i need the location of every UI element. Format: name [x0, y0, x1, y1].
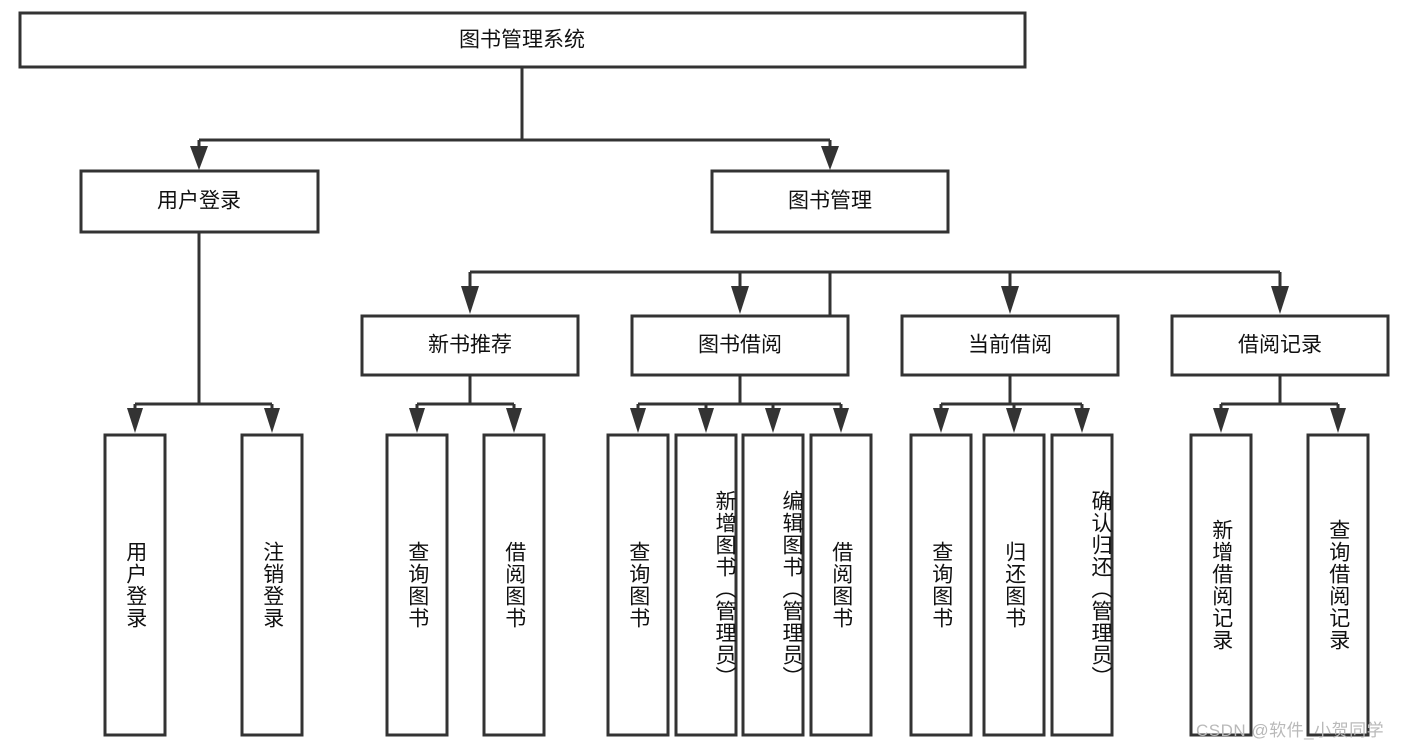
node-book-management-box[interactable]	[710, 169, 950, 234]
connector-borrowrecord-to-leaves	[1213, 375, 1346, 433]
node-leaf-query-book-current-box[interactable]	[909, 433, 973, 737]
arrowhead-book-borrow	[731, 286, 749, 314]
arrowhead-borrow-record	[1271, 286, 1289, 314]
node-leaf-borrow-book-recommend-box[interactable]	[482, 433, 546, 737]
node-leaf-user-login-box[interactable]	[103, 433, 167, 737]
csdn-watermark: CSDN @软件_小贺同学	[1196, 721, 1385, 740]
node-leaf-return-book-box[interactable]	[982, 433, 1046, 737]
node-new-book-recommend[interactable]: 新书推荐	[360, 314, 580, 377]
node-current-borrow[interactable]: 当前借阅	[900, 314, 1120, 377]
node-user-login-label: 用户登录	[157, 190, 241, 213]
node-leaf-edit-book-admin-box[interactable]	[741, 433, 805, 737]
node-leaf-query-book-recommend-box[interactable]	[385, 433, 449, 737]
arrowhead-leaf-query-borrow-record	[1330, 408, 1346, 433]
node-book-management-label: 图书管理	[788, 190, 872, 213]
arrowhead-leaf-query-book-borrow	[630, 408, 646, 433]
node-new-book-recommend-label: 新书推荐	[428, 334, 512, 357]
node-current-borrow-box[interactable]	[900, 314, 1120, 377]
node-leaf-borrow-book-box[interactable]	[809, 433, 873, 737]
node-new-book-recommend-box[interactable]	[360, 314, 580, 377]
node-current-borrow-label: 当前借阅	[968, 334, 1052, 357]
node-root-label: 图书管理系统	[459, 29, 585, 52]
arrowhead-leaf-query-book-current	[933, 408, 949, 433]
arrowhead-leaf-edit-book-admin	[765, 408, 781, 433]
node-book-borrow-box[interactable]	[630, 314, 850, 377]
arrowhead-user-login	[190, 146, 208, 170]
node-borrow-record[interactable]: 借阅记录	[1170, 314, 1390, 377]
arrowhead-current-borrow	[1001, 286, 1019, 314]
connector-bookborrow-to-leaves	[630, 375, 849, 433]
node-book-borrow[interactable]: 图书借阅	[630, 314, 850, 377]
node-user-login-box[interactable]	[79, 169, 320, 234]
node-root[interactable]: 图书管理系统	[18, 11, 1027, 69]
node-book-management[interactable]: 图书管理	[710, 169, 950, 234]
connector-userlogin-to-leaves	[127, 232, 280, 433]
arrowhead-leaf-add-book-admin	[698, 408, 714, 433]
arrowhead-leaf-confirm-return-admin	[1074, 408, 1090, 433]
node-leaf-query-borrow-record-box[interactable]	[1306, 433, 1370, 737]
arrowhead-leaf-return-book	[1006, 408, 1022, 433]
node-root-box[interactable]	[18, 11, 1027, 69]
node-book-borrow-label: 图书借阅	[698, 334, 782, 357]
arrowhead-leaf-borrow-book	[833, 408, 849, 433]
arrowhead-leaf-query-book-recommend	[409, 408, 425, 433]
node-borrow-record-box[interactable]	[1170, 314, 1390, 377]
node-borrow-record-label: 借阅记录	[1238, 334, 1322, 357]
node-leaf-add-borrow-record-box[interactable]	[1189, 433, 1253, 737]
node-user-login[interactable]: 用户登录	[79, 169, 320, 234]
connector-currentborrow-to-leaves	[933, 375, 1090, 433]
arrowhead-leaf-user-login	[127, 408, 143, 433]
arrowhead-leaf-add-borrow-record	[1213, 408, 1229, 433]
arrowhead-new-book	[461, 286, 479, 314]
arrowhead-book-management	[821, 146, 839, 170]
connector-newbook-to-leaves	[409, 375, 522, 433]
node-leaf-query-book-borrow-box[interactable]	[606, 433, 670, 737]
node-leaf-add-book-admin-box[interactable]	[674, 433, 738, 737]
arrowhead-leaf-borrow-book-recommend	[506, 408, 522, 433]
arrowhead-leaf-logout	[264, 408, 280, 433]
connector-bookmgmt-to-level3	[461, 270, 1289, 375]
node-leaf-logout-box[interactable]	[240, 433, 304, 737]
node-leaf-confirm-return-admin-box[interactable]	[1050, 433, 1114, 737]
connector-root-to-level2	[190, 67, 839, 170]
